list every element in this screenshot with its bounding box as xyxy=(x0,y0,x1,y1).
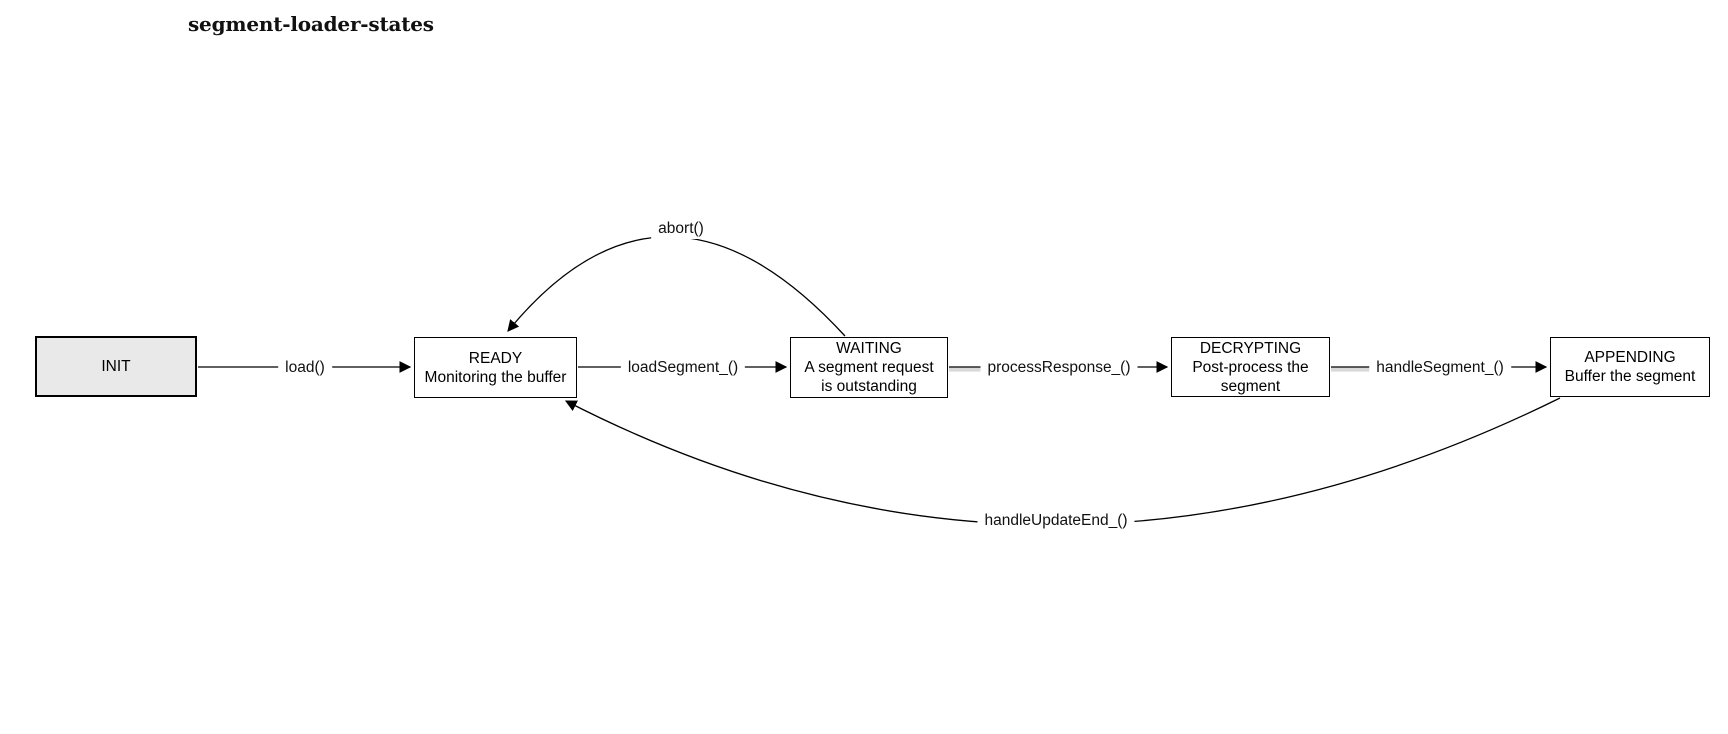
state-description: Post-process the segment xyxy=(1192,358,1309,395)
edge-label-handlesegment: handleSegment_() xyxy=(1369,358,1511,378)
state-box-appending: APPENDING Buffer the segment xyxy=(1550,337,1710,397)
state-name: DECRYPTING xyxy=(1199,339,1302,357)
connector-handleupdateend xyxy=(564,397,1561,526)
state-name: READY xyxy=(468,349,523,367)
state-box-waiting: WAITING A segment request is outstanding xyxy=(790,337,948,398)
state-name: APPENDING xyxy=(1584,349,1676,366)
edge-label-loadsegment: loadSegment_() xyxy=(620,358,746,378)
diagram-title: segment-loader-states xyxy=(188,12,434,36)
state-description: Monitoring the buffer xyxy=(424,368,567,386)
state-description: Buffer the segment xyxy=(1564,368,1696,385)
edge-label-processresponse: processResponse_() xyxy=(980,358,1138,378)
state-box-decrypting: DECRYPTING Post-process the segment xyxy=(1171,337,1330,397)
edge-label-handleupdateend: handleUpdateEnd_() xyxy=(977,511,1135,531)
state-box-ready: READY Monitoring the buffer xyxy=(414,337,577,398)
edge-label-load: load() xyxy=(278,358,332,378)
state-description: A segment request is outstanding xyxy=(804,359,934,395)
connector-abort xyxy=(507,236,846,337)
state-box-init: INIT xyxy=(35,336,197,397)
edge-label-abort: abort() xyxy=(651,219,711,239)
state-name: INIT xyxy=(101,358,131,375)
state-name: WAITING xyxy=(836,340,902,357)
